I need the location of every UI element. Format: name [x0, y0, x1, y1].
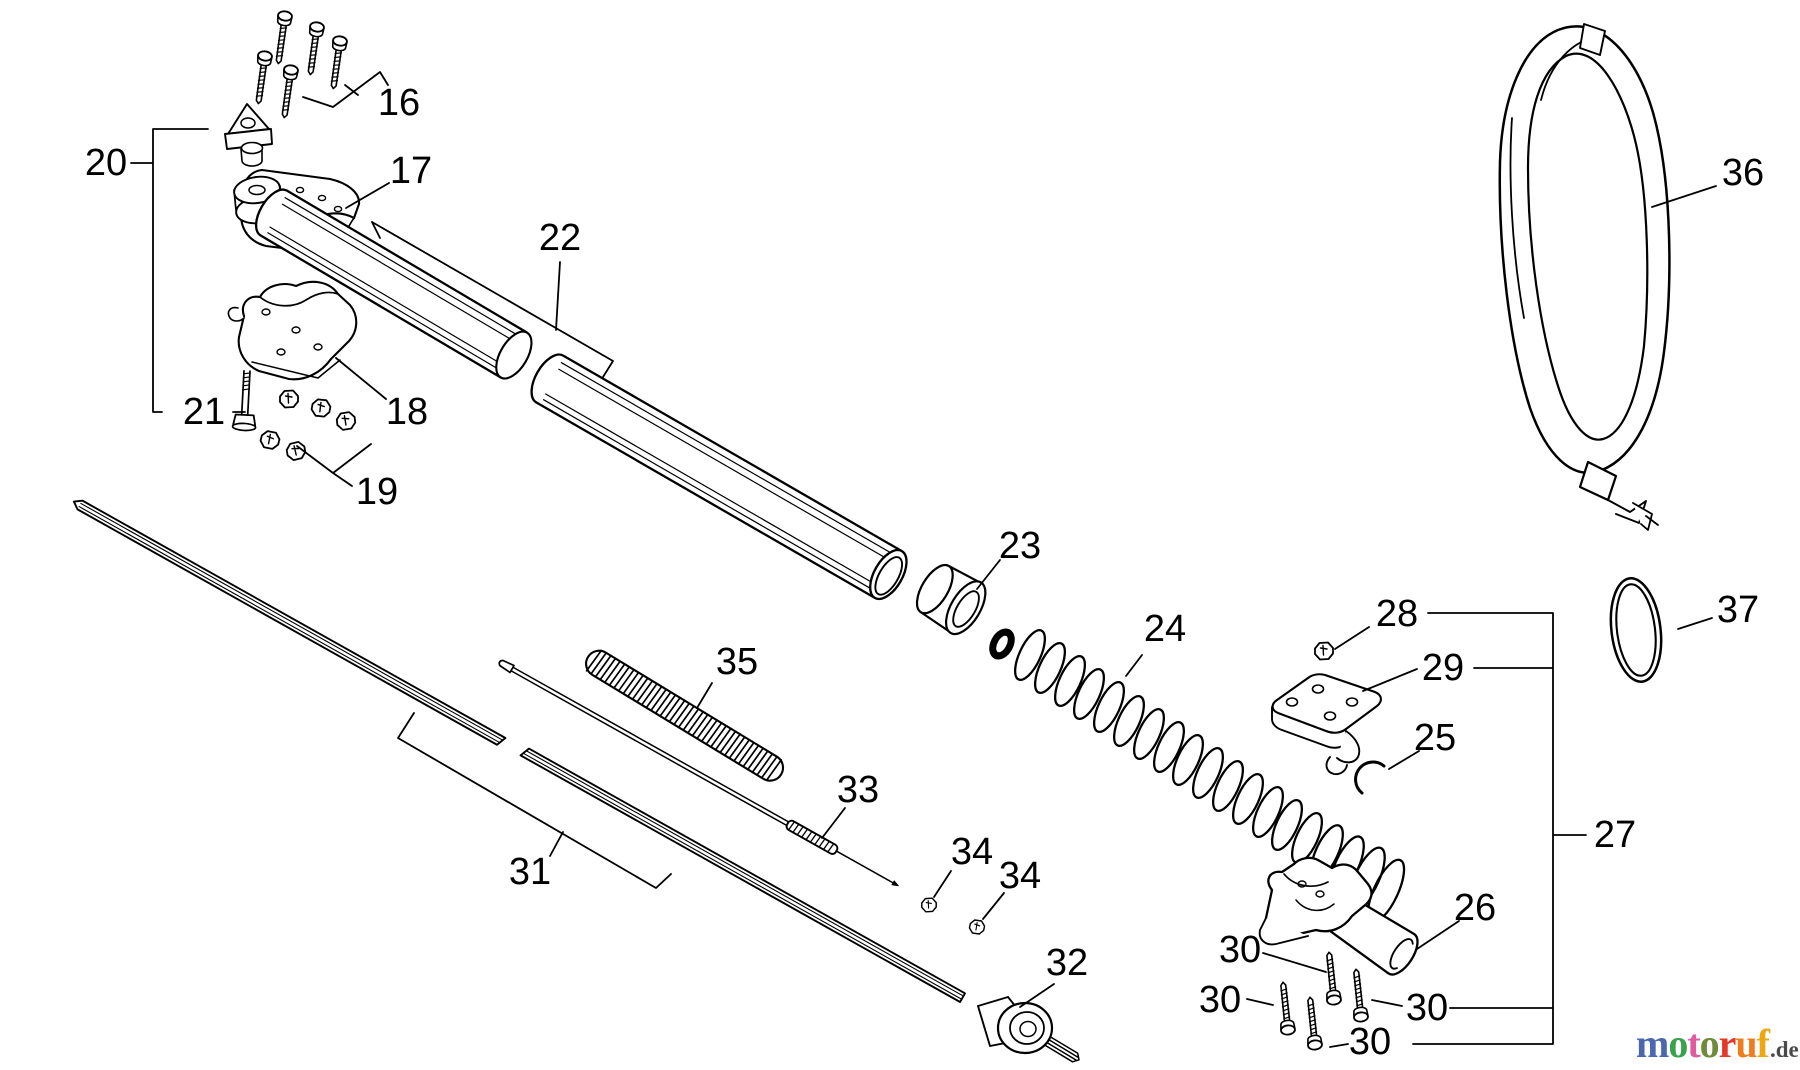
- logo-letter: t: [1687, 1021, 1700, 1066]
- part-label-31: 31: [508, 851, 552, 893]
- leader-19: [296, 443, 372, 487]
- part-label-19: 19: [355, 471, 399, 513]
- logo-letter: m: [1636, 1021, 1669, 1066]
- leader-16: [302, 71, 389, 108]
- leader-25: [1388, 750, 1420, 770]
- clip-25: [1354, 760, 1386, 795]
- part-label-30d: 30: [1348, 1021, 1392, 1063]
- leader-23: [976, 559, 1001, 590]
- part-label-37: 37: [1716, 589, 1760, 631]
- leader-22: [371, 221, 614, 378]
- logo-suffix: .de: [1770, 1037, 1799, 1062]
- nuts-34: [921, 897, 987, 936]
- leader-18: [335, 357, 387, 400]
- logo-letters: motoruf: [1636, 1020, 1770, 1067]
- spring-35: [585, 649, 785, 782]
- leader-17: [345, 182, 390, 209]
- part-label-24: 24: [1143, 608, 1187, 650]
- coupler-32: [977, 996, 1080, 1063]
- part-label-20: 20: [84, 142, 128, 184]
- plate-29: [1271, 673, 1382, 776]
- tube-22-lower: [530, 353, 908, 601]
- part-label-30c: 30: [1405, 987, 1449, 1029]
- coupler-23: [915, 563, 987, 636]
- leader-29: [1362, 668, 1418, 692]
- leader-34b: [982, 892, 1005, 920]
- oring: [989, 628, 1015, 660]
- part-label-34a: 34: [950, 831, 994, 873]
- leader-lines: [130, 71, 1717, 1048]
- part-label-23: 23: [998, 525, 1042, 567]
- leader-33: [821, 807, 846, 839]
- leader-37: [1677, 617, 1713, 630]
- logo-letter: f: [1756, 1021, 1770, 1066]
- part-label-22: 22: [538, 217, 582, 259]
- part-label-29: 29: [1421, 647, 1465, 689]
- part-label-32: 32: [1045, 942, 1089, 984]
- part-label-25: 25: [1413, 717, 1457, 759]
- part-label-27: 27: [1593, 814, 1637, 856]
- flex-shaft-33: [498, 659, 899, 887]
- strap-36: [1498, 23, 1671, 531]
- hanger-bracket: [224, 103, 273, 167]
- leader-30c: [1371, 999, 1403, 1007]
- part-label-26: 26: [1453, 887, 1497, 929]
- part-label-17: 17: [389, 150, 433, 192]
- part-label-18: 18: [385, 391, 429, 433]
- part-label-30b: 30: [1198, 979, 1242, 1021]
- part-label-28: 28: [1375, 593, 1419, 635]
- logo-letter: o: [1668, 1021, 1688, 1066]
- logo-letter: o: [1699, 1021, 1720, 1066]
- shaft-31-lower: [519, 747, 966, 1003]
- nut-28: [1314, 641, 1334, 661]
- bracket-27: [1412, 612, 1587, 1045]
- tube-22-upper: [254, 188, 533, 380]
- clamp-18: [227, 280, 358, 381]
- part-label-33: 33: [836, 769, 880, 811]
- ring-37: [1609, 577, 1663, 683]
- part-label-36: 36: [1721, 152, 1765, 194]
- leader-35: [696, 682, 713, 709]
- leader-34a: [933, 870, 952, 898]
- leader-32: [1019, 983, 1055, 1008]
- part-label-30a: 30: [1218, 929, 1262, 971]
- logo-letter: u: [1735, 1021, 1757, 1066]
- leader-30b: [1246, 998, 1274, 1006]
- leader-30a: [1262, 952, 1327, 973]
- leader-28: [1334, 626, 1370, 650]
- part-label-35: 35: [715, 641, 759, 683]
- leader-20: [130, 128, 209, 413]
- logo-letter: r: [1718, 1021, 1737, 1066]
- motoruf-logo: motoruf.de: [1636, 1020, 1799, 1067]
- housing-26: [1258, 856, 1419, 976]
- shaft-31-upper: [72, 499, 507, 746]
- part-label-16: 16: [377, 82, 421, 124]
- bolt-21: [231, 369, 257, 432]
- part-label-21: 21: [182, 391, 226, 433]
- leader-24: [1125, 654, 1143, 677]
- leader-30d: [1329, 1043, 1349, 1048]
- leader-26: [1416, 920, 1460, 950]
- part-label-34b: 34: [998, 855, 1042, 897]
- leader-36: [1651, 185, 1717, 208]
- nuts-19: [258, 389, 357, 462]
- leader-31: [397, 712, 672, 889]
- screws-16: [250, 9, 349, 120]
